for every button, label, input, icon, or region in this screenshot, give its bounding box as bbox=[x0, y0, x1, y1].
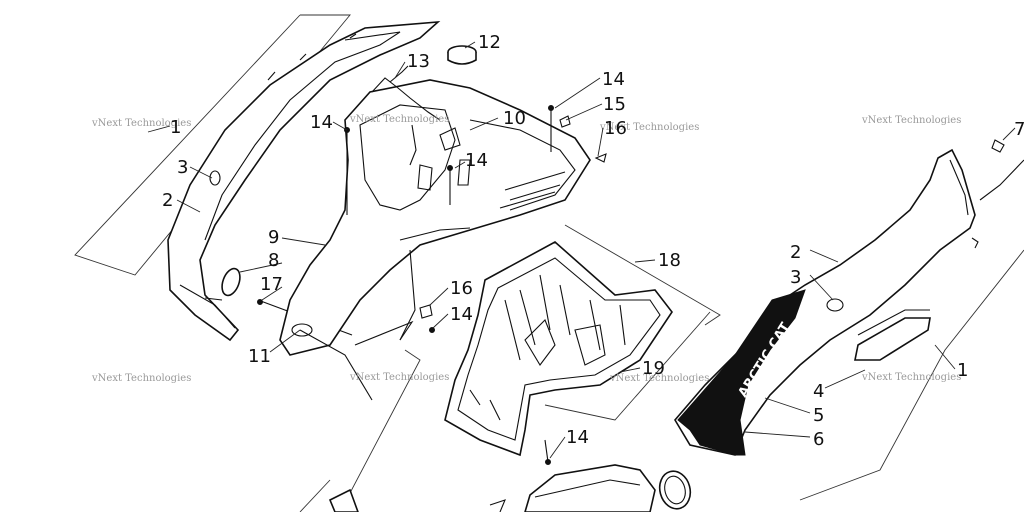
callout-14-c: 14 bbox=[602, 69, 625, 90]
watermark: vNext Technologies bbox=[599, 122, 699, 133]
callout-3-right: 3 bbox=[790, 267, 801, 288]
left-side-panel bbox=[167, 21, 441, 342]
callout-1-right: 1 bbox=[957, 360, 968, 381]
bracket-part bbox=[328, 488, 506, 512]
callout-13: 13 bbox=[407, 51, 430, 72]
leader-lines bbox=[147, 41, 1016, 459]
callout-14-a: 14 bbox=[310, 112, 333, 133]
callout-2-right: 2 bbox=[790, 242, 801, 263]
callout-19: 19 bbox=[642, 358, 665, 379]
callout-11: 11 bbox=[248, 346, 271, 367]
watermarks: vNext Technologies vNext Technologies vN… bbox=[91, 114, 961, 384]
watermark: vNext Technologies bbox=[349, 372, 449, 383]
callout-1-left: 1 bbox=[170, 117, 181, 138]
callout-labels: 1 3 2 9 8 17 11 12 13 14 10 14 14 15 16 … bbox=[162, 32, 1024, 450]
watermark: vNext Technologies bbox=[861, 115, 961, 126]
assembly-frame-left bbox=[74, 14, 351, 276]
callout-6: 6 bbox=[813, 429, 824, 450]
watermark: vNext Technologies bbox=[861, 372, 961, 383]
callout-9: 9 bbox=[268, 227, 279, 248]
callout-2-left: 2 bbox=[162, 190, 173, 211]
callout-18: 18 bbox=[658, 250, 681, 271]
wire-harness-part bbox=[371, 65, 441, 166]
hood-assembly bbox=[279, 79, 591, 401]
callout-14-e: 14 bbox=[566, 427, 589, 448]
callout-5: 5 bbox=[813, 405, 824, 426]
callout-3-left: 3 bbox=[177, 157, 188, 178]
callout-4: 4 bbox=[813, 381, 824, 402]
callout-17: 17 bbox=[260, 274, 283, 295]
assembly-frame-right bbox=[799, 249, 1024, 501]
callout-14-b: 14 bbox=[465, 150, 488, 171]
grommet-part bbox=[221, 267, 241, 297]
right-side-panel: ARCTIC CAT bbox=[674, 139, 1024, 456]
assembly-frame-bottom bbox=[299, 349, 421, 512]
callout-10: 10 bbox=[503, 108, 526, 129]
watermark: vNext Technologies bbox=[349, 114, 449, 125]
callout-16-b: 16 bbox=[450, 278, 473, 299]
watermark: vNext Technologies bbox=[609, 373, 709, 384]
callout-12: 12 bbox=[478, 32, 501, 53]
watermark: vNext Technologies bbox=[91, 373, 191, 384]
fuel-cap-part bbox=[447, 45, 477, 65]
hood-fasteners bbox=[344, 105, 607, 465]
callout-16-a: 16 bbox=[604, 118, 627, 139]
storage-tub-part bbox=[444, 241, 673, 457]
callout-7: 7 bbox=[1014, 119, 1024, 140]
callout-15: 15 bbox=[603, 94, 626, 115]
callout-8: 8 bbox=[268, 250, 279, 271]
hose-clamp-part bbox=[658, 470, 692, 510]
watermark: vNext Technologies bbox=[91, 118, 191, 129]
callout-14-d: 14 bbox=[450, 304, 473, 325]
assembly-frame-center bbox=[544, 224, 721, 421]
air-intake-part bbox=[524, 464, 656, 512]
